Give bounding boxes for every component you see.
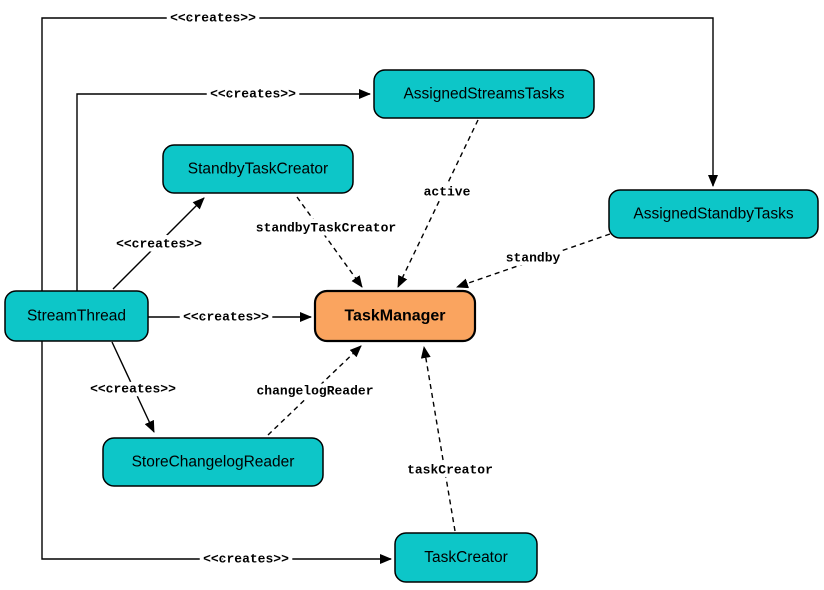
node-task-manager: TaskManager (313, 289, 477, 343)
edge-streamthread-assignedstandbytasks (41, 17, 718, 291)
edge-label-taskcreator: taskCreator (407, 463, 493, 478)
stream-thread-label: StreamThread (27, 308, 126, 325)
task-manager-box (313, 289, 477, 343)
node-store-changelog-reader: StoreChangelogReader (102, 437, 324, 487)
edge-label-changelogreader: changelogReader (256, 384, 373, 399)
assigned-streams-tasks-box (373, 69, 595, 119)
assigned-standby-tasks-label: AssignedStandbyTasks (633, 206, 794, 223)
node-assigned-standby-tasks: AssignedStandbyTasks (608, 189, 819, 239)
edge-label-creates-bottom: <<creates>> (203, 552, 289, 567)
edge-streamthread-assignedstreamstasks (76, 89, 371, 291)
edge-storechangelogreader-taskmanager (267, 345, 362, 436)
assigned-streams-tasks-label: AssignedStreamsTasks (403, 86, 564, 103)
node-stream-thread: StreamThread (4, 290, 149, 342)
node-assigned-streams-tasks: AssignedStreamsTasks (373, 69, 595, 119)
store-changelog-reader-box (102, 437, 324, 487)
task-creator-box (394, 532, 538, 583)
edge-label-active: active (424, 185, 471, 200)
task-creator-label: TaskCreator (424, 549, 508, 566)
edge-label-creates-storechangelogreader: <<creates>> (90, 382, 176, 397)
edge-label-creates-top: <<creates>> (170, 11, 256, 26)
edge-streamthread-standbytaskcreator (112, 197, 205, 290)
standby-task-creator-label: StandbyTaskCreator (188, 161, 328, 178)
edge-label-creates-standbytaskcreator: <<creates>> (116, 237, 202, 252)
node-task-creator: TaskCreator (394, 532, 538, 583)
standby-task-creator-box (162, 144, 354, 194)
edge-label-creates-taskmanager: <<creates>> (183, 310, 269, 325)
edges (41, 17, 718, 564)
stream-thread-box (4, 290, 149, 342)
edge-labels: <<creates>> <<creates>> <<creates>> <<cr… (86, 7, 564, 571)
nodes: StreamThread StandbyTaskCreator Assigned… (4, 69, 819, 583)
edge-label-creates-assignedstreams: <<creates>> (210, 87, 296, 102)
edge-streamthread-storechangelogreader (111, 341, 155, 433)
edge-streamthread-taskcreator (41, 341, 392, 564)
node-standby-task-creator: StandbyTaskCreator (162, 144, 354, 194)
edge-label-standbytaskcreator: standbyTaskCreator (256, 221, 396, 236)
task-manager-label: TaskManager (344, 308, 445, 325)
assigned-standby-tasks-box (608, 189, 819, 239)
edge-standbytaskcreator-taskmanager (296, 196, 363, 288)
edge-assignedstreamstasks-taskmanager (397, 119, 479, 288)
edge-taskcreator-taskmanager (420, 346, 456, 532)
edge-label-standby: standby (506, 251, 561, 266)
store-changelog-reader-label: StoreChangelogReader (132, 454, 295, 471)
